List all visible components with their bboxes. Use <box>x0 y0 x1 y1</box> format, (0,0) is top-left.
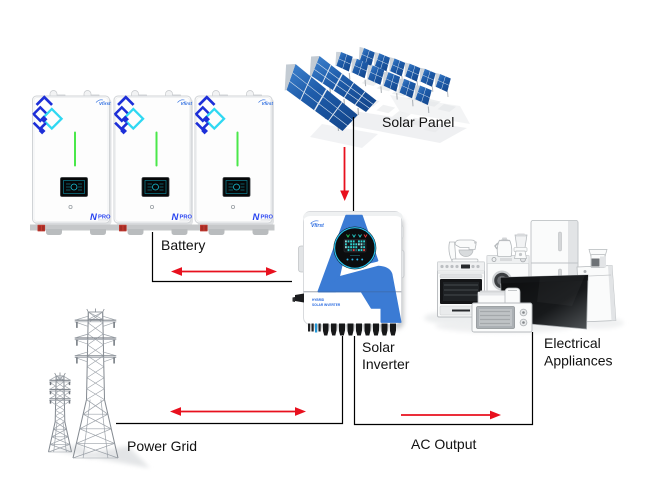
svg-text:AC Output: AC Output <box>411 436 476 452</box>
svg-text:HYBRID: HYBRID <box>312 298 325 302</box>
svg-text:Solar Panel: Solar Panel <box>382 114 454 130</box>
svg-text:Appliances: Appliances <box>544 353 613 369</box>
svg-text:Battery: Battery <box>161 237 205 253</box>
svg-text:Inverter: Inverter <box>362 356 410 372</box>
svg-text:Vfirst: Vfirst <box>311 223 324 229</box>
svg-text:Electrical: Electrical <box>544 335 601 351</box>
svg-text:Power Grid: Power Grid <box>127 438 197 454</box>
svg-text:SOLAR INVERTER: SOLAR INVERTER <box>312 303 341 307</box>
svg-text:Solar: Solar <box>362 339 395 355</box>
